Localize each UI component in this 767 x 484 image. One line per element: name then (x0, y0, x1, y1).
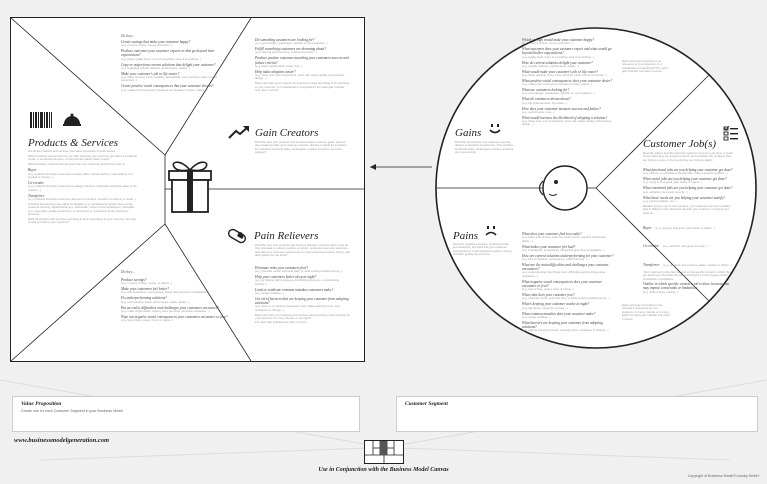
pains-rank-note: Rank each pain according to the intensit… (622, 303, 670, 321)
pill-icon (226, 228, 248, 244)
value-proposition-sub: Create one for each Customer Segment in … (21, 409, 123, 413)
gain-creators-title: Gain Creators (255, 127, 319, 139)
pain-relievers-col1: Produce savings?(e.g. in terms of time, … (121, 278, 228, 323)
products-services-title: Products & Services (28, 137, 119, 149)
customer-jobs-title: Customer Job(s) (643, 138, 717, 150)
gift-icon (165, 156, 215, 214)
barcode-icon (30, 112, 52, 128)
customer-jobs-desc: Describe what a specific customer segmen… (643, 151, 733, 162)
gain-creators-desc: Describe how your products and services … (255, 140, 347, 155)
pain-relievers-title: Pain Relievers (254, 230, 319, 242)
pains-title: Pains (453, 230, 479, 242)
gain-creators-col2: Do something customers are looking for?(… (255, 38, 350, 93)
chart-up-icon (228, 125, 250, 139)
gain-creators-intro: Do they... (121, 34, 135, 38)
products-services-text: List all the products and services your … (28, 149, 138, 225)
checklist-icon (723, 125, 739, 142)
use-in-conjunction-text: Use in Conjunction with the Business Mod… (318, 467, 449, 473)
customer-segment-title: Customer Segment (405, 401, 448, 407)
copyright-text: Copyright of Business Model Foundry GmbH (687, 474, 759, 478)
customer-segment-box: Customer Segment (396, 396, 758, 432)
business-model-canvas-icon (364, 440, 404, 464)
pain-relievers-desc: Describe how your products and services … (255, 243, 350, 258)
pains-desc: Describe negative emotions, undesired co… (453, 242, 513, 257)
gains-title: Gains (455, 127, 482, 139)
food-tray-icon (62, 110, 82, 130)
gain-creators-col1: Create savings that make your customer h… (121, 40, 217, 92)
pains-questions: What does your customer find too costly?… (522, 232, 614, 333)
customer-jobs-questions: What functional jobs are you helping you… (643, 168, 733, 294)
pain-relievers-col2: Eliminate risks your customers fear?(e.g… (255, 266, 350, 325)
gains-rank-note: Rank each gain according to its relevanc… (622, 59, 668, 74)
frown-icon (484, 224, 498, 236)
gains-desc: Describe the benefits your customer expe… (455, 140, 515, 155)
gains-questions: Which savings would make your customer h… (522, 38, 613, 127)
value-proposition-title: Value Proposition (21, 401, 62, 407)
value-proposition-box: Value Proposition Create one for each Cu… (12, 396, 360, 432)
smile-icon (488, 122, 502, 134)
website-link[interactable]: www.businessmodelgeneration.com (14, 437, 110, 444)
pain-relievers-intro: Do they... (121, 270, 135, 274)
